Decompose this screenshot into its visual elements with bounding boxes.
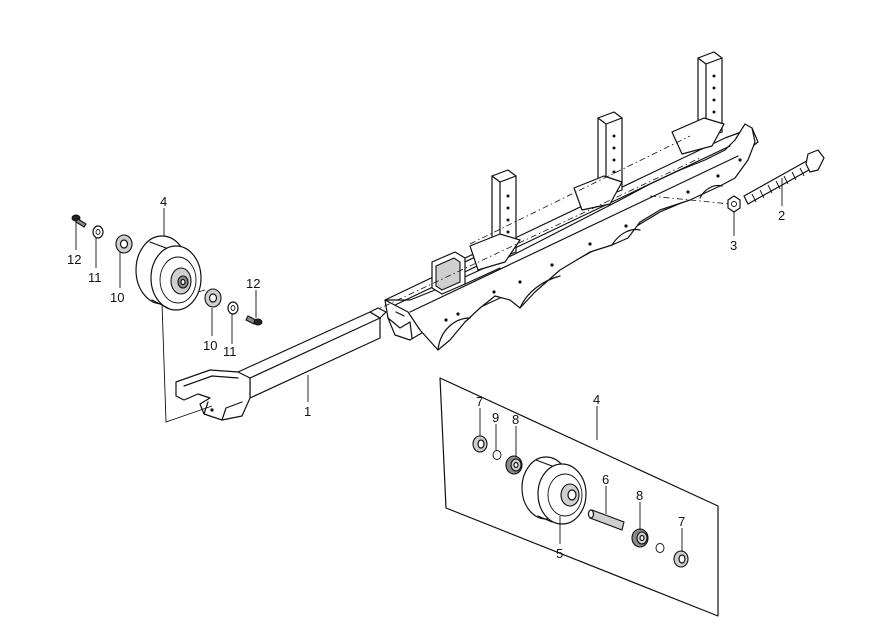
detail-box — [439, 377, 719, 617]
callout-snap-ring: 9 — [492, 410, 499, 425]
seal-top — [472, 435, 488, 453]
bolt-left — [71, 214, 87, 228]
callout-bolt-right: 12 — [246, 276, 260, 291]
callout-washer-small-left: 11 — [88, 270, 102, 285]
leader-bracket-left — [161, 302, 213, 423]
post-middle — [573, 111, 623, 211]
callout-axle: 1 — [304, 404, 311, 419]
leader-lines — [75, 178, 783, 552]
callout-shaft: 6 — [602, 472, 609, 487]
callout-bearing-bottom: 8 — [636, 488, 643, 503]
centerline-upper — [469, 135, 691, 245]
washer-small-right — [227, 301, 239, 315]
wheel-detail — [521, 456, 587, 525]
callout-washer-large-left: 10 — [110, 290, 124, 305]
centerline-tube — [371, 157, 701, 313]
frame-beam — [384, 123, 759, 351]
axle-tube — [175, 307, 387, 421]
callout-wheel: 5 — [556, 546, 563, 561]
callout-washer-small-right: 11 — [223, 344, 237, 359]
post-right — [671, 51, 725, 155]
washer-large-right — [204, 288, 222, 308]
bolt-right — [245, 315, 263, 326]
seal-bottom — [673, 550, 689, 568]
wheel-left — [135, 235, 202, 311]
hex-nut — [727, 195, 741, 213]
bearing-top — [505, 455, 523, 475]
callout-wheel-assembly-detail: 4 — [593, 392, 600, 407]
snap-ring — [492, 450, 502, 460]
beam-tube-socket — [431, 241, 501, 295]
callout-seal-bottom: 7 — [678, 514, 685, 529]
bearing-bottom — [631, 528, 649, 548]
long-bolt — [743, 149, 825, 205]
washer-small-left — [92, 225, 104, 239]
post-left — [469, 169, 521, 271]
shaft — [587, 509, 625, 531]
callout-bearing-top: 8 — [512, 412, 519, 427]
callout-washer-large-right: 10 — [203, 338, 217, 353]
washer-large-left — [115, 234, 133, 254]
snap-ring-bottom — [655, 543, 665, 553]
callout-wheel-assembly-left: 4 — [160, 194, 167, 209]
callout-hex-nut: 3 — [730, 238, 737, 253]
callout-seal-top: 7 — [476, 394, 483, 409]
callout-long-bolt: 2 — [778, 208, 785, 223]
callout-bolt-left: 12 — [67, 252, 81, 267]
callout-labels: 1 2 3 4 4 5 6 7 7 8 8 9 10 10 11 11 12 1… — [67, 194, 785, 561]
